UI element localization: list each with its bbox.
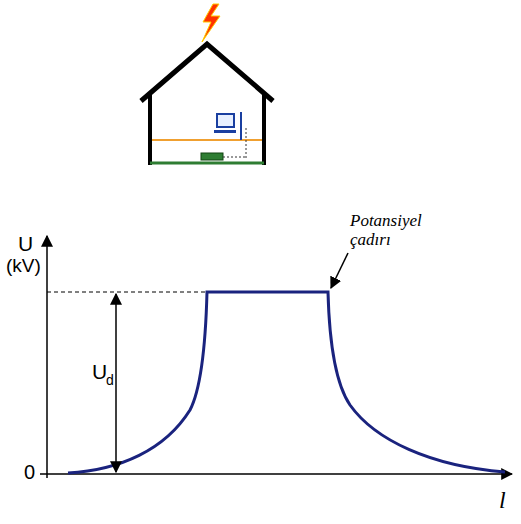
axis-label: U (18, 232, 33, 255)
ground-wire (246, 128, 247, 160)
house (141, 4, 273, 165)
origin-label: 0 (24, 461, 35, 483)
leader-arrow (331, 253, 348, 288)
axis-label: l (499, 487, 506, 513)
voltage-arrow (115, 294, 117, 472)
floor-ground (150, 162, 264, 165)
wall (262, 93, 266, 165)
antenna-cable (240, 112, 242, 140)
subscript: d (106, 373, 114, 388)
ground-bar (201, 153, 223, 160)
x-axis (40, 473, 512, 475)
monitor (217, 114, 234, 127)
wall (148, 93, 152, 165)
roof (141, 44, 273, 101)
lightning-bolt (202, 4, 220, 42)
potential-curve (68, 292, 505, 473)
keyboard (214, 130, 236, 133)
voltage-label: U (92, 360, 107, 383)
ground-wire (223, 157, 246, 158)
unit-label: (kV) (6, 256, 41, 277)
callout-label: Potansiyel çadırı (350, 212, 460, 249)
level-line (47, 292, 207, 293)
y-axis (46, 236, 48, 478)
